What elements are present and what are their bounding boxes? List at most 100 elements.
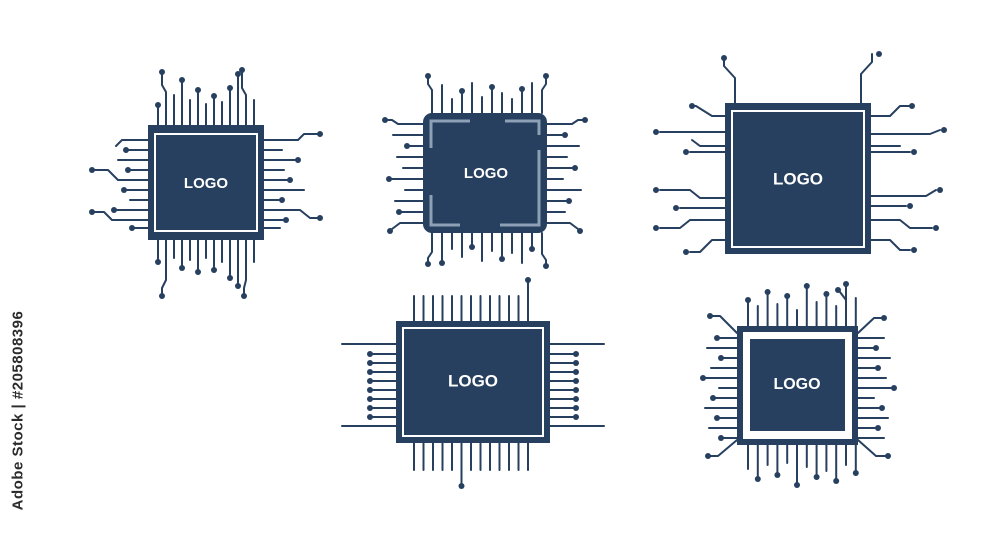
trace-pad: [718, 435, 724, 441]
trace-pad: [159, 293, 165, 299]
trace-pad: [873, 345, 879, 351]
trace-pad: [653, 129, 659, 135]
trace-pad: [891, 385, 897, 391]
trace-pad: [317, 215, 323, 221]
trace-pad: [683, 149, 689, 155]
trace-pad: [125, 167, 131, 173]
trace-pad: [295, 157, 301, 163]
trace-pad: [459, 88, 465, 94]
trace-pad: [774, 472, 781, 478]
trace-pad: [382, 117, 388, 123]
trace-pad: [469, 244, 475, 250]
chip-1-logo-text: LOGO: [184, 175, 228, 192]
trace-pad: [159, 69, 165, 75]
trace-line: [870, 129, 941, 135]
chip-3: LOGO: [725, 103, 871, 254]
trace-line: [243, 239, 247, 297]
trace-pad: [211, 267, 217, 273]
trace-pad: [121, 187, 127, 193]
trace-pad: [367, 351, 373, 357]
trace-pad: [211, 93, 217, 99]
trace-pad: [519, 86, 525, 92]
trace-pad: [543, 263, 549, 269]
chip-2-bevel-br: [500, 150, 541, 227]
trace-pad: [937, 187, 943, 193]
chip-5-logo-text: LOGO: [773, 376, 820, 393]
trace-pad: [386, 176, 392, 182]
trace-pad: [227, 85, 233, 91]
trace-pad: [852, 470, 859, 476]
trace-pad: [525, 277, 531, 283]
trace-line: [385, 119, 424, 125]
trace-pad: [367, 369, 373, 375]
trace-pad: [572, 165, 578, 171]
trace-pad: [911, 149, 917, 155]
trace-line: [161, 71, 167, 126]
trace-pad: [705, 453, 711, 459]
trace-pad: [283, 217, 289, 223]
chip-4-body: [396, 321, 550, 443]
trace-pad: [227, 275, 233, 281]
trace-pad: [123, 147, 129, 153]
chip-3-inner-frame: [731, 110, 865, 248]
trace-pad: [287, 177, 293, 183]
trace-pad: [573, 369, 579, 375]
trace-pad: [881, 315, 887, 321]
trace-pad: [367, 414, 373, 420]
trace-line: [870, 189, 937, 197]
trace-pad: [367, 378, 373, 384]
trace-line: [93, 169, 149, 181]
stock-id-watermark: Adobe Stock | #205808396: [6, 290, 30, 530]
trace-pad: [425, 73, 431, 79]
trace-pad: [317, 131, 323, 137]
trace-pad: [367, 387, 373, 393]
trace-line: [541, 232, 547, 267]
chip-2-bevel: [429, 119, 470, 148]
trace-line: [427, 232, 433, 265]
trace-line: [857, 439, 887, 457]
chip-2: LOGO: [423, 113, 547, 233]
trace-pad: [764, 289, 771, 295]
trace-pad: [573, 405, 579, 411]
trace-line: [93, 211, 149, 221]
trace-pad: [714, 415, 720, 421]
chip-4: LOGO: [396, 321, 550, 443]
trace-pad: [577, 228, 583, 234]
trace-line: [263, 133, 319, 141]
trace-pad: [387, 228, 393, 234]
trace-line: [870, 105, 911, 117]
trace-line: [857, 317, 883, 334]
trace-pad: [573, 360, 579, 366]
trace-pad: [195, 87, 201, 93]
trace-pad: [241, 293, 247, 299]
chip-5: LOGO: [737, 326, 858, 445]
trace-pad: [489, 84, 495, 90]
trace-pad: [235, 71, 241, 77]
chip-1-inner-frame: [154, 133, 258, 232]
trace-pad: [499, 256, 505, 262]
trace-pad: [707, 313, 713, 319]
trace-line: [263, 209, 319, 219]
trace-pad: [458, 483, 465, 489]
trace-pad: [754, 476, 761, 482]
trace-pad: [179, 77, 185, 83]
trace-pad: [714, 335, 720, 341]
trace-pad: [909, 103, 915, 109]
trace-pad: [155, 259, 161, 265]
trace-line: [115, 139, 149, 147]
chip-3-body: [725, 103, 871, 254]
trace-pad: [239, 67, 245, 73]
trace-pad: [566, 198, 572, 204]
trace-pad: [875, 365, 881, 371]
trace-line: [391, 222, 424, 230]
trace-pad: [367, 396, 373, 402]
stock-id-text: Adobe Stock | #205808396: [9, 310, 27, 510]
trace-pad: [367, 405, 373, 411]
chip-1: LOGO: [148, 125, 264, 240]
chip-2-bevel-bl: [429, 195, 460, 227]
trace-pad: [843, 281, 849, 287]
trace-pad: [425, 261, 431, 267]
trace-pad: [573, 414, 579, 420]
trace-line: [659, 189, 726, 199]
